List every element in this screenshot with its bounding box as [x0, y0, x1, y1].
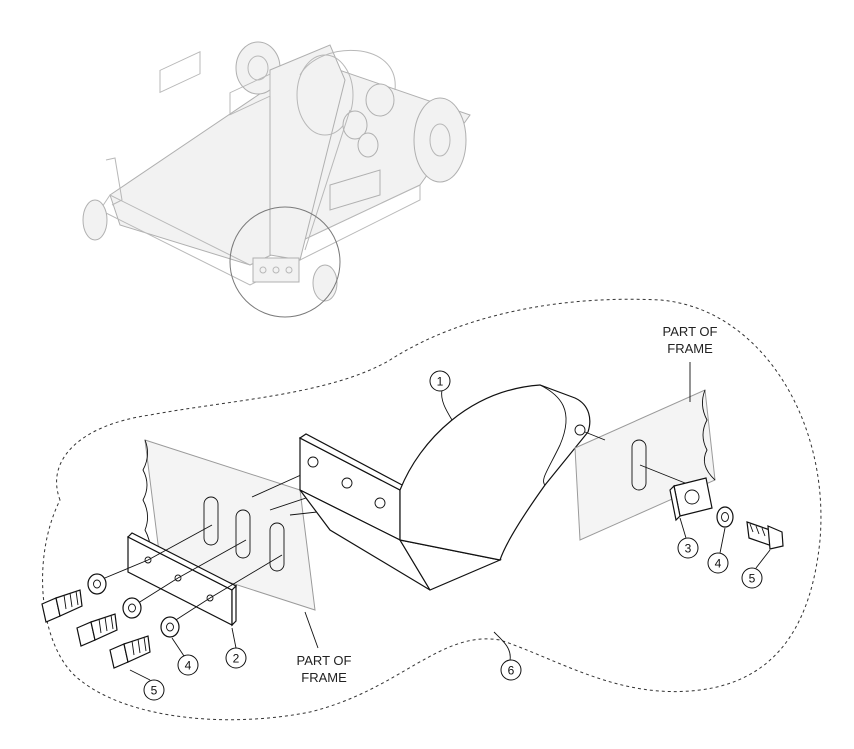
callout-4-left-text: 4: [185, 659, 192, 673]
frame-label-bottom-line2: FRAME: [301, 670, 347, 685]
frame-right-break-edge: [702, 389, 716, 481]
frame-label-top: PART OF FRAME: [663, 324, 718, 356]
washers-left: [87, 573, 180, 638]
leader-2: [231, 627, 237, 649]
drive-tower: [269, 44, 346, 261]
bolt-right: [746, 521, 784, 550]
deck-block: [329, 169, 381, 211]
wheel-rear-right-hub: [429, 123, 451, 157]
detail-magnifier-circle: [229, 206, 341, 318]
callouts: 1 2 3 4 5 4 5 6: [143, 370, 763, 701]
drive-belt: [299, 49, 396, 251]
callout-4-left: 4: [177, 654, 199, 676]
detail-boundary-dashed: [42, 298, 822, 721]
frame-slot-3: [269, 522, 285, 572]
detail-bolt-3: [285, 266, 293, 274]
frame-right-plate: [574, 389, 716, 541]
deck-bracket-1: [159, 51, 201, 94]
leader-5-right: [755, 549, 771, 569]
frame-right-pivot-line: [584, 431, 606, 441]
leader-frame-bottom: [304, 611, 319, 649]
chassis-side: [99, 184, 421, 286]
callout-4-right: 4: [707, 552, 729, 574]
main-bracket: [298, 384, 591, 591]
callout-5-right: 5: [741, 567, 763, 589]
leader-4-left: [171, 637, 185, 657]
callout-3-text: 3: [685, 542, 692, 556]
wheel-front-right: [312, 264, 338, 302]
pulley-mid: [342, 110, 368, 140]
leader-lines: [129, 362, 771, 681]
frame-label-bottom-line1: PART OF: [297, 653, 352, 668]
frame-right-slot: [631, 439, 647, 491]
callout-1-text: 1: [437, 375, 444, 389]
callout-6-text: 6: [508, 664, 515, 678]
detail-bolt-1: [259, 266, 267, 274]
callout-2-text: 2: [233, 652, 240, 666]
backing-plate: [126, 532, 238, 627]
bolts-left: [41, 589, 151, 669]
frame-left-break-edge: [142, 439, 151, 561]
leader-4-right: [719, 527, 726, 554]
leader-6: [493, 631, 511, 661]
detail-bolt-2: [272, 266, 280, 274]
pulley-lower: [357, 132, 379, 158]
callout-1: 1: [429, 370, 451, 392]
leader-1: [441, 389, 453, 421]
pulley-right: [365, 83, 395, 117]
deck-bracket-2: [229, 73, 271, 116]
handle-left: [105, 157, 123, 206]
leader-5-left: [129, 669, 151, 681]
callout-3: 3: [677, 537, 699, 559]
bracket-pivot-hole: [574, 424, 586, 436]
frame-slot-2: [235, 509, 251, 559]
square-nut: [669, 477, 713, 522]
callout-6: 6: [500, 659, 522, 681]
washer-right: [716, 506, 734, 528]
callout-2: 2: [225, 647, 247, 669]
callout-4-right-text: 4: [715, 557, 722, 571]
callout-5-left-text: 5: [151, 684, 158, 698]
detail-bracket-plate: [252, 257, 300, 283]
frame-right-alignment-line: [639, 464, 691, 486]
callout-5-left: 5: [143, 679, 165, 701]
callout-5-right-text: 5: [749, 572, 756, 586]
right-frame-section: [574, 389, 716, 541]
frame-label-top-line1: PART OF: [663, 324, 718, 339]
machine-overview: [82, 41, 471, 318]
frame-label-top-line2: FRAME: [667, 341, 713, 356]
wheel-front-left: [82, 199, 108, 241]
frame-label-bottom: PART OF FRAME: [297, 653, 352, 685]
frame-slot-1: [203, 496, 219, 546]
leader-3: [679, 517, 687, 539]
wheel-rear-right: [413, 97, 467, 183]
